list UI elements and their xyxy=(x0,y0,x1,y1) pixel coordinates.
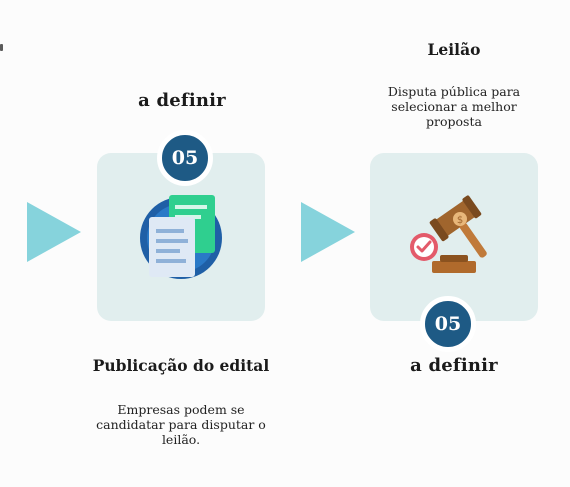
document-publication-icon xyxy=(140,195,222,279)
step2-date: a definir xyxy=(410,355,498,376)
svg-text:$: $ xyxy=(457,215,463,226)
previous-step-edge xyxy=(0,44,3,51)
step2-badge: 05 xyxy=(420,296,476,352)
auction-gavel-icon: $ xyxy=(410,195,487,273)
step-arrow-icon xyxy=(27,202,81,262)
step1-description: Empresas podem se candidatar para disput… xyxy=(96,402,266,447)
step2-title: Leilão xyxy=(427,40,481,59)
step1-date: a definir xyxy=(138,90,226,111)
step2-card: $ xyxy=(370,153,538,321)
step-arrow-icon xyxy=(301,202,355,262)
step2-description: Disputa pública para selecionar a melhor… xyxy=(387,84,521,129)
step1-title: Publicação do edital xyxy=(92,356,270,375)
step1-badge: 05 xyxy=(157,130,213,186)
